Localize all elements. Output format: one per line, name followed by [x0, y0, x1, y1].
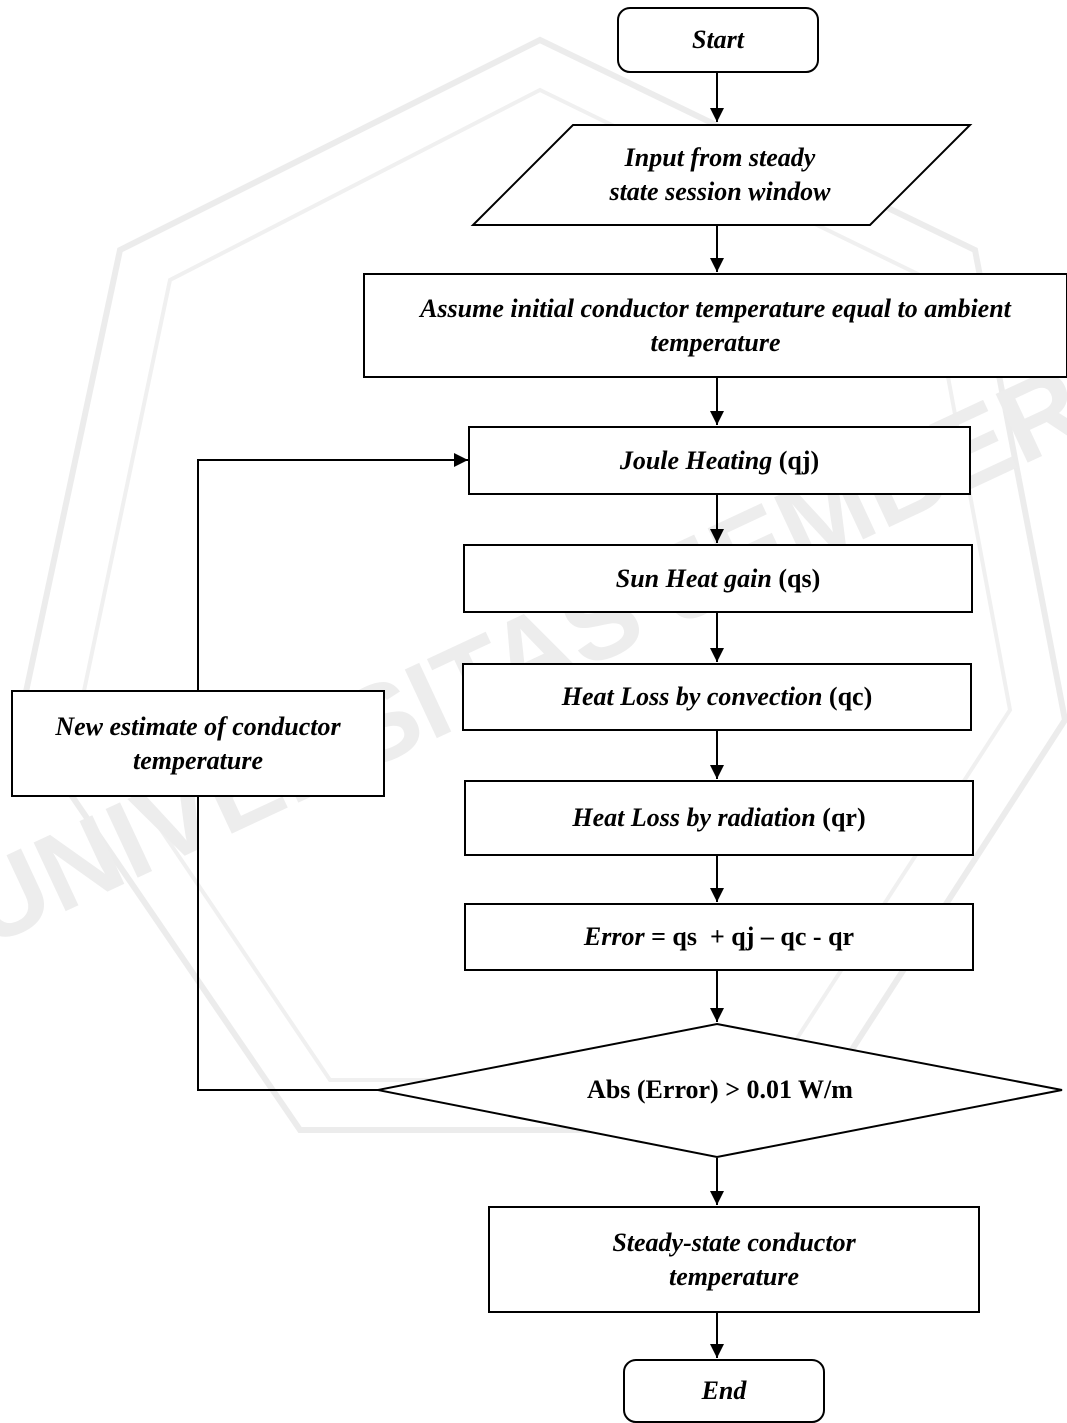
start-label: Start	[691, 25, 745, 54]
input-label: Input from steady state session window	[520, 130, 920, 220]
loop-new-estimate-to-joule	[197, 453, 468, 690]
steady-label: Steady-state conductor temperature	[489, 1207, 979, 1312]
steady-process	[488, 1206, 980, 1313]
sun-process	[463, 544, 973, 613]
input-label-line1: Input from steady	[624, 143, 816, 172]
radiation-label: Heat Loss by radiation (qr)	[572, 803, 866, 832]
start-terminator	[617, 7, 819, 73]
new-estimate-label: New estimate of conductor temperature	[12, 691, 384, 796]
radiation-process	[464, 780, 974, 856]
joule-label: Joule Heating (qj)	[619, 445, 820, 475]
assume-label: Assume initial conductor temperature equ…	[364, 274, 1067, 377]
assume-label-line1: Assume initial conductor temperature equ…	[420, 293, 1011, 323]
input-label-line2: state session window	[609, 177, 831, 206]
end-terminator	[623, 1359, 825, 1423]
decision-label: Abs (Error) > 0.01 W/m	[587, 1075, 853, 1104]
sun-label: Sun Heat gain (qs)	[615, 563, 821, 593]
decision-diamond	[377, 1022, 1063, 1159]
error-process	[464, 903, 974, 971]
joule-process	[468, 426, 971, 495]
new-estimate-process	[11, 690, 385, 797]
assume-label-line2: temperature	[650, 327, 781, 357]
convection-label: Heat Loss by convection (qc)	[561, 682, 873, 711]
convection-process	[462, 663, 972, 731]
end-label: End	[701, 1376, 747, 1405]
steady-label-line2: temperature	[669, 1261, 799, 1291]
error-label: Error = qs + qj – qc - qr	[583, 922, 855, 951]
assume-process	[363, 273, 1067, 378]
loop-decision-to-new-estimate	[197, 796, 378, 1091]
new-estimate-label-line1: New estimate of conductor	[55, 711, 341, 741]
new-estimate-label-line2: temperature	[133, 745, 263, 775]
input-parallelogram	[470, 124, 973, 226]
steady-label-line1: Steady-state conductor	[612, 1227, 856, 1257]
